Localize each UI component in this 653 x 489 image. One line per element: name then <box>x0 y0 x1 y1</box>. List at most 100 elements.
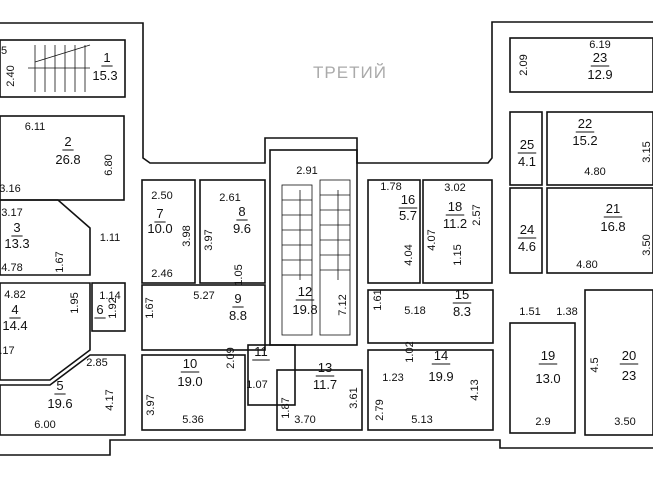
room-dim: 7.12 <box>337 294 349 315</box>
room-number: 12 <box>298 284 312 299</box>
room-area: 15.3 <box>92 68 117 83</box>
room-25 <box>509 111 543 186</box>
room-dim: 4.17 <box>104 389 116 410</box>
room-2 <box>0 115 125 201</box>
room-number: 6 <box>96 302 103 317</box>
room-number: 18 <box>448 199 462 214</box>
room-dim: 5.13 <box>411 414 432 426</box>
room-dim: 4.82 <box>4 289 25 301</box>
room-number: 1 <box>103 50 110 65</box>
room-dim: 1.61 <box>372 289 384 310</box>
room-number: 14 <box>434 348 448 363</box>
room-4 <box>0 282 91 381</box>
room-dim: 2.79 <box>374 399 386 420</box>
room-number: 24 <box>520 222 534 237</box>
room-area: 8.3 <box>453 304 471 319</box>
room-dim: 4.80 <box>584 166 605 178</box>
room-dim: 3.15 <box>641 141 653 162</box>
room-number: 22 <box>578 116 592 131</box>
room-number: 25 <box>520 137 534 152</box>
room-dim: 1.14 <box>99 290 120 302</box>
room-6 <box>91 282 126 332</box>
room-number: 13 <box>318 360 332 375</box>
room-dim: 4.13 <box>469 379 481 400</box>
room-dim: 1.92 <box>107 297 119 318</box>
room-3 <box>0 199 91 276</box>
room-number: 8 <box>238 204 245 219</box>
room-10 <box>141 354 246 431</box>
room-number: 21 <box>606 201 620 216</box>
room-area: 13.0 <box>535 371 560 386</box>
room-area: 4.6 <box>518 239 536 254</box>
room-area: 14.4 <box>2 318 27 333</box>
room-dim: 1.38 <box>556 306 577 318</box>
room-number: 16 <box>401 192 415 207</box>
room-dim: 5.36 <box>182 414 203 426</box>
room-dim: 2.57 <box>471 204 483 225</box>
room-area: 23 <box>622 368 636 383</box>
room-area: 11.7 <box>313 377 337 392</box>
room-area: 26.8 <box>55 152 80 167</box>
room-area: 5.7 <box>399 208 417 223</box>
room-number: 15 <box>455 287 469 302</box>
stairs <box>28 44 351 336</box>
room-dim: 1.07 <box>246 379 267 391</box>
room-area: 19.9 <box>428 369 453 384</box>
room-12 <box>269 149 358 346</box>
room-dim: 5.18 <box>404 305 425 317</box>
room-area: 13.3 <box>4 236 29 251</box>
room-area: 8.8 <box>229 308 247 323</box>
room-number: 9 <box>234 291 241 306</box>
room-dim: 3.17 <box>1 207 22 219</box>
room-15 <box>367 289 494 344</box>
room-dim: 6.80 <box>103 154 115 175</box>
room-dim: 1.02 <box>404 341 416 362</box>
room-20 <box>584 289 653 436</box>
room-area: 4.1 <box>518 154 536 169</box>
room-number: 2 <box>64 134 71 149</box>
room-dim: 2.09 <box>518 54 530 75</box>
room-5 <box>0 354 126 436</box>
room-16 <box>367 179 421 284</box>
room-dim: 1.11 <box>100 232 121 244</box>
room-dim: 2.50 <box>151 190 172 202</box>
room-area: 19.8 <box>292 302 317 317</box>
room-dim: .17 <box>0 345 15 357</box>
room-dim: 1.05 <box>233 264 245 285</box>
room-number: 19 <box>541 348 555 363</box>
room-dim: 2.40 <box>5 65 17 86</box>
room-area: 9.6 <box>233 221 251 236</box>
floor-title: ТРЕТИЙ <box>313 63 387 82</box>
room-number: 10 <box>183 356 197 371</box>
room-dim: 3.50 <box>641 234 653 255</box>
room-dim: 6.19 <box>589 39 610 51</box>
room-area: 16.8 <box>600 219 625 234</box>
room-1 <box>0 39 126 98</box>
room-dim: 1.78 <box>380 181 401 193</box>
room-dim: 1.23 <box>382 372 403 384</box>
room-dim: 6.11 <box>25 121 46 133</box>
room-dim: 3.97 <box>145 394 157 415</box>
room-dim: 2.9 <box>535 416 550 428</box>
room-dim: 1.51 <box>519 306 540 318</box>
room-8 <box>199 179 266 284</box>
room-9 <box>141 284 266 351</box>
room-24 <box>509 187 543 274</box>
room-number: 5 <box>56 378 63 393</box>
room-dim: 3.16 <box>0 183 21 195</box>
room-23 <box>509 37 653 93</box>
room-dim: 4.04 <box>403 244 415 265</box>
room-number: 3 <box>13 220 20 235</box>
room-dim: 1.15 <box>452 244 464 265</box>
room-area: 12.9 <box>587 67 612 82</box>
room-number: 20 <box>622 348 636 363</box>
room-dim: 2.61 <box>219 192 240 204</box>
room-labels: 1 15.3 2.40 5 2 26.8 6.11 6.80 3.16 3 13… <box>0 39 653 431</box>
room-7 <box>141 179 196 284</box>
room-number: 7 <box>156 206 163 221</box>
room-dim: 2.85 <box>86 357 107 369</box>
room-area: 10.0 <box>147 221 172 236</box>
room-22 <box>546 111 653 186</box>
walls <box>0 21 653 456</box>
room-dim: 5.27 <box>193 290 214 302</box>
